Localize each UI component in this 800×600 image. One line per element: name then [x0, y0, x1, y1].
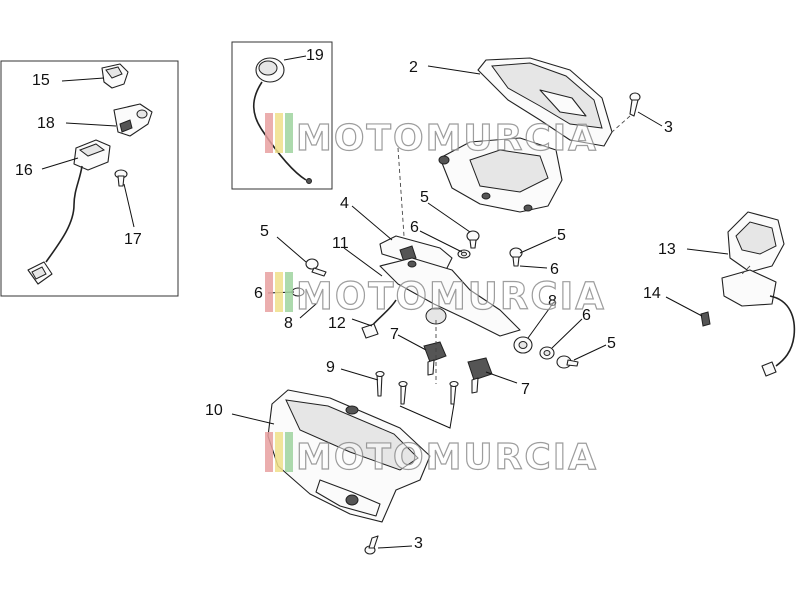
- callout-15: 15: [32, 72, 50, 89]
- part-5-screw-c: [305, 258, 327, 277]
- part-8-grommet-right: [513, 336, 533, 354]
- callout-3-bottom: 3: [414, 535, 423, 552]
- watermark-text-top: MOTOMURCIA: [296, 118, 598, 159]
- callout-12: 12: [328, 315, 346, 332]
- callout-4: 4: [340, 195, 349, 212]
- part-18-bracket: [113, 103, 153, 137]
- part-14-screw: [700, 311, 711, 327]
- callout-7-right: 7: [521, 381, 530, 398]
- callout-5-left: 5: [260, 223, 269, 240]
- watermark-text-bottom: MOTOMURCIA: [296, 437, 598, 478]
- callout-numbers: 2 3 4 5 6 5 6 5 6 8 11 12 8 6 5 7 7 9 10…: [15, 47, 676, 552]
- callout-10: 10: [205, 402, 223, 419]
- callout-11: 11: [332, 235, 349, 252]
- callout-17: 17: [124, 231, 142, 248]
- part-5-screw-b: [509, 247, 523, 267]
- inset-box-19: [231, 41, 333, 190]
- callout-9: 9: [326, 359, 335, 376]
- callout-6-top: 6: [410, 219, 419, 236]
- alignment-line-a: [397, 147, 405, 237]
- callout-13: 13: [658, 241, 676, 258]
- callout-19: 19: [306, 47, 324, 64]
- callout-6-lower: 6: [582, 307, 591, 324]
- watermark-top: MOTOMURCIA: [265, 113, 598, 160]
- callout-7-left: 7: [390, 326, 399, 343]
- leader-lines: [41, 55, 729, 549]
- callout-5-top: 5: [420, 189, 429, 206]
- watermark-bottom: MOTOMURCIA: [265, 432, 598, 479]
- callout-2: 2: [409, 59, 418, 76]
- callout-16: 16: [15, 162, 33, 179]
- callout-14: 14: [643, 285, 661, 302]
- part-3-screw-bottom: [364, 535, 379, 555]
- part-16-sensor: [27, 139, 111, 285]
- watermark-middle: MOTOMURCIA: [265, 272, 606, 319]
- part-11-12-connector: [361, 257, 521, 339]
- watermark-text-middle: MOTOMURCIA: [296, 275, 606, 318]
- inset-box-left: [0, 60, 179, 297]
- part-5-screw-a: [466, 230, 480, 249]
- callout-5-right: 5: [557, 227, 566, 244]
- part-19-bulb: [252, 57, 312, 184]
- part-7-mount-a: [423, 341, 447, 376]
- part-13-unit: [721, 211, 796, 377]
- callout-6-right: 6: [550, 261, 559, 278]
- callout-5-lower: 5: [607, 335, 616, 352]
- part-9-screws: [375, 370, 459, 405]
- callout-18: 18: [37, 115, 55, 132]
- callout-8-left: 8: [284, 315, 293, 332]
- part-17-screw: [114, 169, 128, 187]
- part-7-mount-b: [467, 357, 493, 394]
- part-6-washer-c: [539, 346, 555, 360]
- instrument-body: [438, 137, 563, 213]
- callout-6-left: 6: [254, 285, 263, 302]
- callout-3-top: 3: [664, 119, 673, 136]
- part-15-clip: [101, 63, 129, 89]
- part-5-screw-d: [556, 355, 579, 369]
- callout-8-right: 8: [548, 293, 557, 310]
- part-3-screw-top: [629, 92, 641, 117]
